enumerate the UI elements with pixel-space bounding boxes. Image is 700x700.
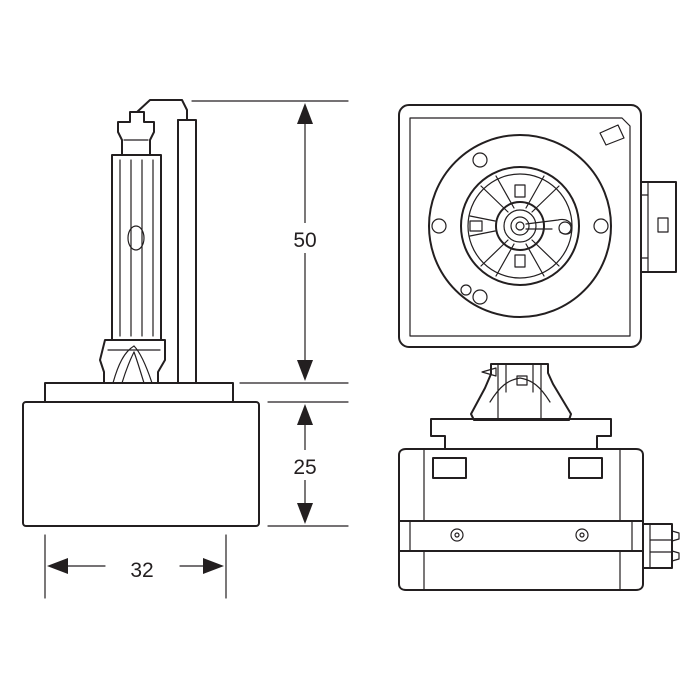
dimension-height-top: 50	[191, 100, 349, 384]
top-view-mounting-hole	[460, 284, 472, 296]
arrow-up-icon	[297, 103, 313, 124]
top-view-mounting-hole	[472, 152, 488, 168]
front-view-screw	[450, 528, 464, 542]
top-view-housing-outer	[398, 104, 642, 348]
dimension-height-base: 25	[267, 401, 349, 527]
arrow-down-icon	[297, 503, 313, 524]
side-view-base	[22, 401, 260, 527]
front-view-flange	[430, 418, 612, 450]
front-view-bottom	[398, 550, 644, 591]
top-view-mounting-hole	[593, 218, 609, 234]
front-view-clip	[432, 457, 467, 479]
side-view-glass-tube	[111, 111, 162, 341]
dimension-width-base: 32	[44, 534, 227, 599]
dimension-label-width-base: 32	[130, 559, 153, 582]
side-view-flange	[44, 382, 234, 403]
front-view-socket	[470, 363, 572, 421]
front-view-housing	[398, 448, 644, 522]
front-view-clip	[568, 457, 603, 479]
arrow-down-icon	[297, 360, 313, 381]
top-view	[398, 104, 677, 348]
front-view	[398, 363, 680, 591]
top-view-mounting-hole	[431, 218, 447, 234]
top-view-spokes	[469, 175, 560, 277]
top-view-outer-ring	[428, 134, 612, 318]
front-view-lower-band	[398, 520, 644, 552]
side-view-tube-socket	[99, 339, 166, 384]
side-view-return-rod	[136, 99, 197, 384]
top-view-lamp-center	[495, 201, 573, 251]
top-view-housing-inner	[409, 117, 631, 337]
front-view-screw	[575, 528, 589, 542]
side-view	[22, 99, 260, 527]
top-view-inner-ring	[460, 166, 580, 286]
dimension-label-height-top: 50	[293, 229, 316, 252]
top-view-corner-notch	[599, 124, 625, 146]
dimension-label-height-base: 25	[293, 456, 316, 479]
arrow-up-icon	[297, 404, 313, 425]
arrow-left-icon	[47, 558, 68, 574]
arrow-right-icon	[203, 558, 224, 574]
front-view-connector	[642, 523, 680, 569]
top-view-connector	[640, 181, 677, 273]
top-view-mounting-hole	[472, 289, 488, 305]
